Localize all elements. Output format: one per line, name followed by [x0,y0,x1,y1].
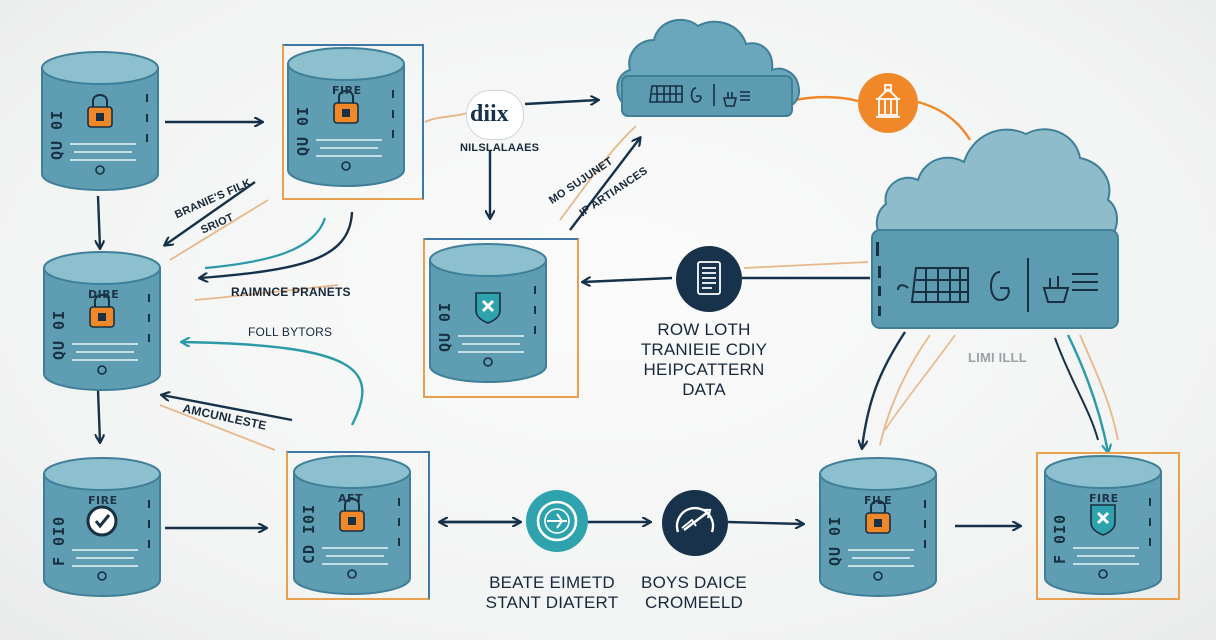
shield-x-icon [1090,504,1116,536]
arrow-gauge-to-right1 [727,522,803,524]
arrow-into-left-4 [162,395,293,422]
check-database-cylinder [43,457,161,597]
arrow-diag-up [569,138,640,231]
arrow-doc-to-center [583,278,673,282]
check-icon [86,505,118,537]
wire-cloud-down-2n [1054,337,1099,441]
cylinder-title: FIRE [1089,492,1119,505]
cylinder-left-top: QU 0I [40,51,160,191]
lock-database-cylinder [819,457,937,597]
cylinder-title: DIRE [88,288,120,301]
arrow-into-left-2 [200,211,354,278]
cylinder-center: QU 0I [428,243,548,383]
wire-top-mid-to-badge [424,111,471,123]
cloud-top [616,18,800,117]
center-block-line-4: DATA [682,380,726,399]
cylinder-side-code: QU 0I [50,309,68,360]
bottom-right-line-2: CROMEELD [645,593,743,612]
timer-badge [526,490,588,552]
lock-database-cylinder [41,51,159,191]
wire-into-left-2o [194,284,339,301]
dix-caption: NILSLALAAES [460,142,540,154]
lock-icon [333,90,359,124]
lock-database-cylinder [43,251,161,391]
frame-bot-right2 [1036,452,1180,600]
wire-cloud-down-1o2 [884,334,956,431]
building-badge [858,73,918,133]
gauge-icon [675,506,715,533]
frame-center [423,238,579,398]
lock-icon [339,498,365,532]
cylinder-side-code: QU 0I [826,515,844,566]
wire-orange-to-big-cloud [917,100,972,141]
wire-cloud-to-doc-o [743,261,869,269]
wire-cloud-down-1o [879,334,931,446]
dix-badge-text: diix [470,101,509,127]
bottom-mid-line-2: STANT DIATERT [485,593,619,612]
bottom-mid-line-1: BEATE EIMETD [489,573,615,592]
arrow-into-left-1 [165,181,256,245]
center-block-line-1: ROW LOTH [657,320,751,339]
arrow-into-left-3 [182,342,364,426]
cylinder-title: FILE [864,494,893,507]
cylinder-left-mid: QU 0I DIRE [42,251,162,391]
lock-database-cylinder [293,455,411,595]
arrow-cloud-down-2 [1066,334,1108,452]
clock-icon [536,500,578,542]
dix-badge: diix [466,90,524,140]
wire-into-left-4o [159,404,276,451]
cloud-main [871,128,1119,329]
building-icon [876,84,900,118]
cylinder-title: AFT [338,492,364,505]
cylinder-top-mid: QU 0I FIRE [286,47,406,187]
lock-database-cylinder [287,47,405,187]
cylinder-side-code: QU 0I [294,105,312,156]
arrow-badge-to-cloud [524,100,598,104]
cylinder-bot-right1: QU 0I FILE [818,457,938,597]
cylinder-side-code: CD I0I [300,503,318,564]
frame-bot-mid [286,451,430,600]
shield-x-database-cylinder [429,243,547,383]
wire-cloud-down-2o [1079,334,1119,441]
lock-icon [89,294,115,328]
cylinder-bot-mid: CD I0I AFT [292,455,412,595]
cylinder-side-code: QU 0I [48,109,66,160]
document-icon [697,261,721,295]
gauge-badge [662,490,728,556]
label-raimnce-pranets: RAIMNCE PRANETS [231,285,351,299]
wire-cloud-to-orange [794,95,859,103]
cylinder-side-code: F 0I0 [50,515,68,566]
arrow-left-mid-down [98,389,100,442]
cylinder-side-code: QU 0I [436,301,454,352]
cylinder-title: FIRE [332,84,362,97]
arrow-left-top-down [98,195,100,248]
center-block-line-3: HEIPCATTERN [643,360,765,379]
wire-diag-orange [559,125,637,221]
lock-icon [865,500,891,534]
cylinder-side-code: F 0I0 [1051,513,1069,564]
cylinder-left-bot: F 0I0 FIRE [42,457,162,597]
wire-into-left-2t [204,217,327,270]
cloud-caption: LIMI ILLL [968,350,1027,365]
cylinder-title: FIRE [88,494,118,507]
label-foll-bytors: FOLL BYTORS [248,325,333,339]
shield-x-icon [475,292,501,324]
bottom-right-line-1: BOYS DAICE [641,573,747,592]
cylinder-bot-right2: F 0I0 FIRE [1043,455,1163,595]
wire-into-left-1b [169,199,269,261]
arrow-cloud-down-1 [862,331,907,448]
lock-icon [87,94,113,128]
document-badge [676,246,742,312]
shield-x-database-cylinder [1044,455,1162,595]
frame-top-mid-orange [282,44,424,200]
center-block-line-2: TRANIEIE CDIY [640,340,768,359]
